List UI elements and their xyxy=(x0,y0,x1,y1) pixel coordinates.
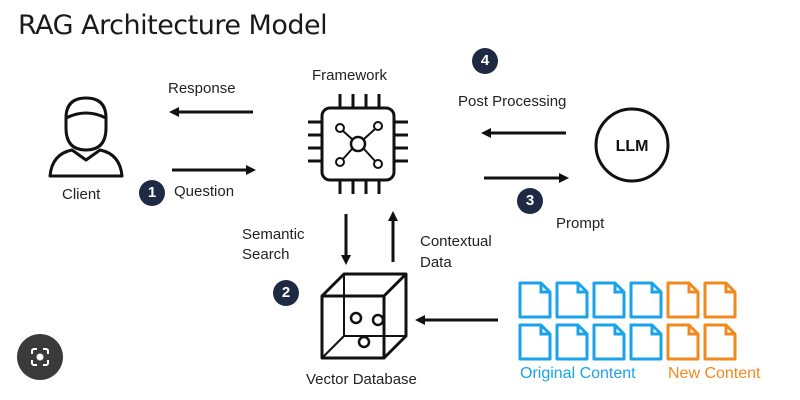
diagram-title: RAG Architecture Model xyxy=(18,10,328,41)
client-person-icon xyxy=(48,96,124,178)
original-document-icon xyxy=(592,323,626,361)
step-badge-3: 3 xyxy=(517,188,543,214)
llm-label: LLM xyxy=(616,138,649,155)
question-label: Question xyxy=(174,183,235,200)
step-badge-4: 4 xyxy=(472,48,498,74)
original-document-icon xyxy=(555,281,589,319)
semantic-search-label-line1: Semantic xyxy=(242,226,305,243)
original-document-icon xyxy=(629,323,663,361)
original-document-icon xyxy=(518,281,552,319)
new-document-icon xyxy=(703,323,737,361)
original-document-icon xyxy=(592,281,626,319)
response-label: Response xyxy=(168,80,236,97)
document-icons-grid xyxy=(518,281,737,361)
new-content-label: New Content xyxy=(668,365,761,382)
client-label: Client xyxy=(62,186,101,203)
contextual-data-label-line1: Contextual xyxy=(420,233,492,250)
original-document-icon xyxy=(629,281,663,319)
framework-chip-icon xyxy=(308,94,408,194)
prompt-label: Prompt xyxy=(556,215,605,232)
contextual-data-label-line2: Data xyxy=(420,254,452,271)
vector-database-cube-icon xyxy=(320,272,408,360)
post-processing-label: Post Processing xyxy=(458,93,567,110)
new-document-icon xyxy=(666,323,700,361)
new-document-icon xyxy=(666,281,700,319)
original-content-label: Original Content xyxy=(520,365,636,382)
semantic-search-label-line2: Search xyxy=(242,246,290,263)
image-search-icon xyxy=(31,348,49,366)
new-document-icon xyxy=(703,281,737,319)
vector-database-label: Vector Database xyxy=(306,371,417,388)
original-document-icon xyxy=(555,323,589,361)
llm-node xyxy=(594,107,670,183)
framework-label: Framework xyxy=(312,67,388,84)
original-document-icon xyxy=(518,323,552,361)
step-badge-1: 1 xyxy=(139,180,165,206)
step-badge-2: 2 xyxy=(273,280,299,306)
image-search-button[interactable] xyxy=(17,334,63,380)
